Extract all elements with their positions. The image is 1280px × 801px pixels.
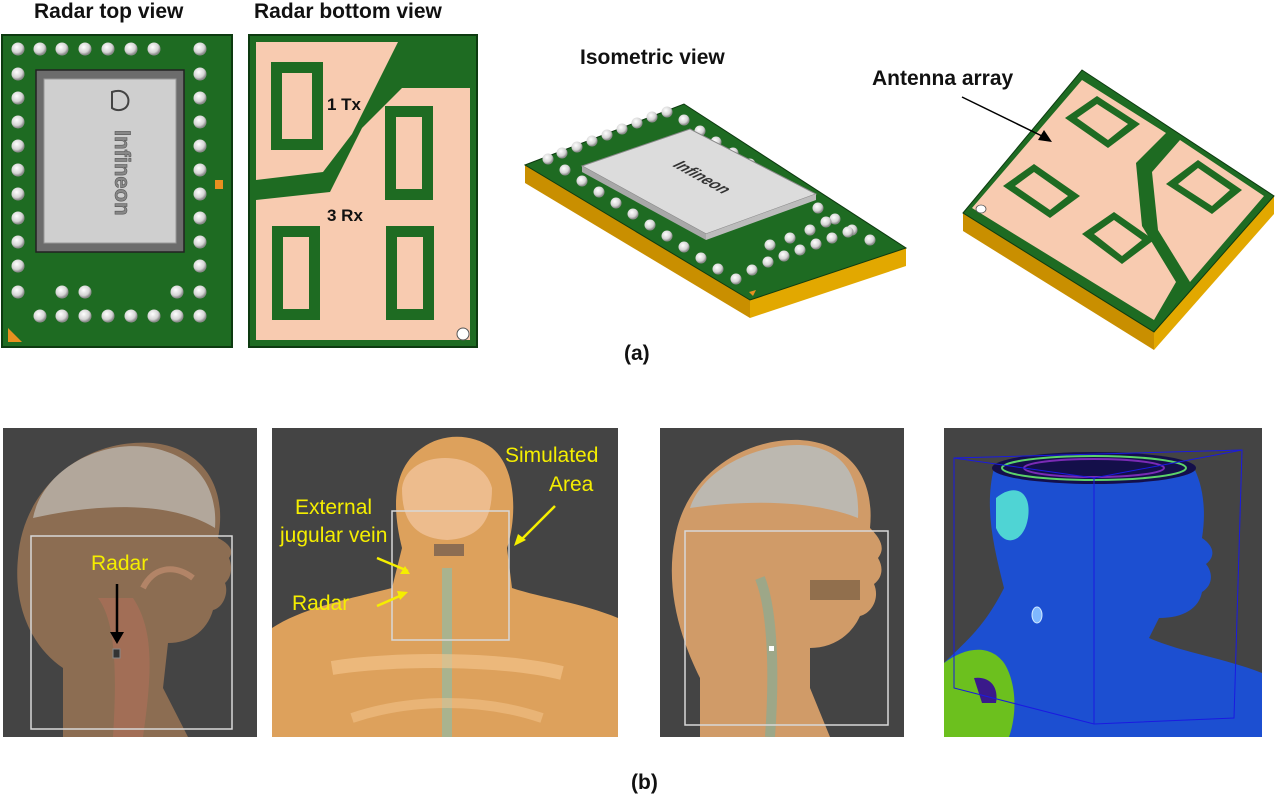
infineon-logo-icon	[111, 90, 130, 112]
head-xray-side-panel	[660, 428, 904, 737]
top-view-title: Radar top view	[34, 0, 184, 23]
jugular-vein-label-line2: jugular vein	[280, 524, 388, 547]
caption-a: (a)	[624, 342, 650, 365]
radar-label-1: Radar	[91, 552, 149, 575]
antenna-arrow	[961, 96, 1047, 139]
tx-label: 1 Tx	[327, 95, 362, 114]
radar-bottom-view: 1 Tx 3 Rx	[248, 34, 478, 348]
radar-top-view: Infineon	[1, 34, 233, 348]
antenna-array-view	[961, 69, 1275, 350]
bottom-view-title: Radar bottom view	[254, 0, 442, 23]
jugular-vein-label-line1: External	[295, 496, 373, 519]
caption-b: (b)	[631, 771, 658, 794]
radar-label-2: Radar	[292, 592, 350, 615]
head-front-view-panel: Simulated Area External jugular vein Rad…	[272, 428, 618, 737]
iso-view-title: Isometric view	[580, 46, 725, 69]
simulated-area-label-line2: Area	[549, 473, 594, 496]
rx-label: 3 Rx	[327, 206, 363, 225]
antenna-array-title: Antenna array	[872, 67, 1014, 90]
chip-brand-top: Infineon	[110, 130, 135, 216]
simulated-area-label-line1: Simulated	[505, 444, 599, 467]
mesh-model-panel	[944, 428, 1262, 737]
radar-isometric-view: Infineon	[523, 103, 908, 318]
head-side-view-panel: Radar	[3, 428, 257, 737]
